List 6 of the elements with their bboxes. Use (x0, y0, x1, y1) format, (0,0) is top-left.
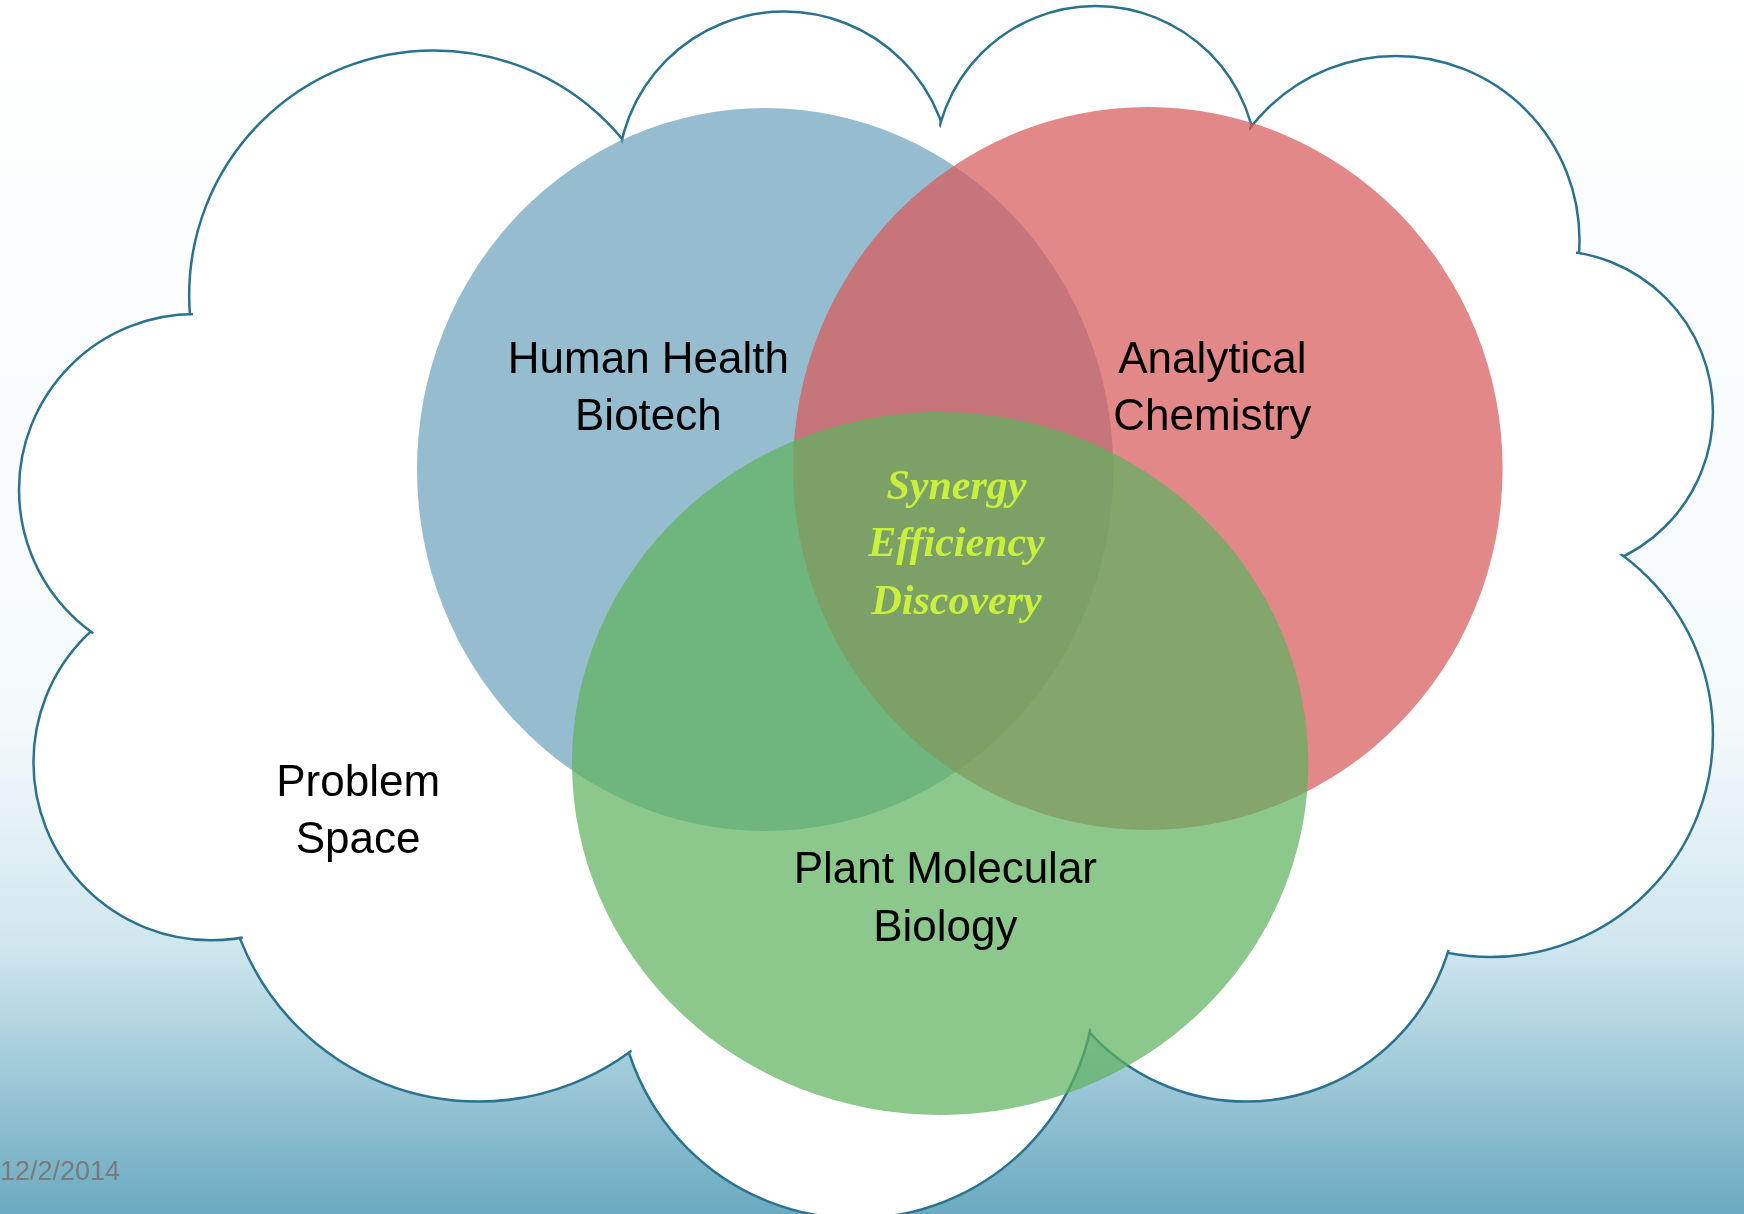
circle-label: Analytical Chemistry (1112, 331, 1313, 441)
circle-label: Plant Molecular Biology (792, 842, 1098, 952)
circle-label: Human Health Biotech (506, 331, 791, 441)
date-label: 12/2/2014 (0, 1155, 122, 1187)
circle-label: Problem Space (275, 754, 442, 864)
center-label: Synergy Efficiency Discovery (867, 460, 1046, 625)
